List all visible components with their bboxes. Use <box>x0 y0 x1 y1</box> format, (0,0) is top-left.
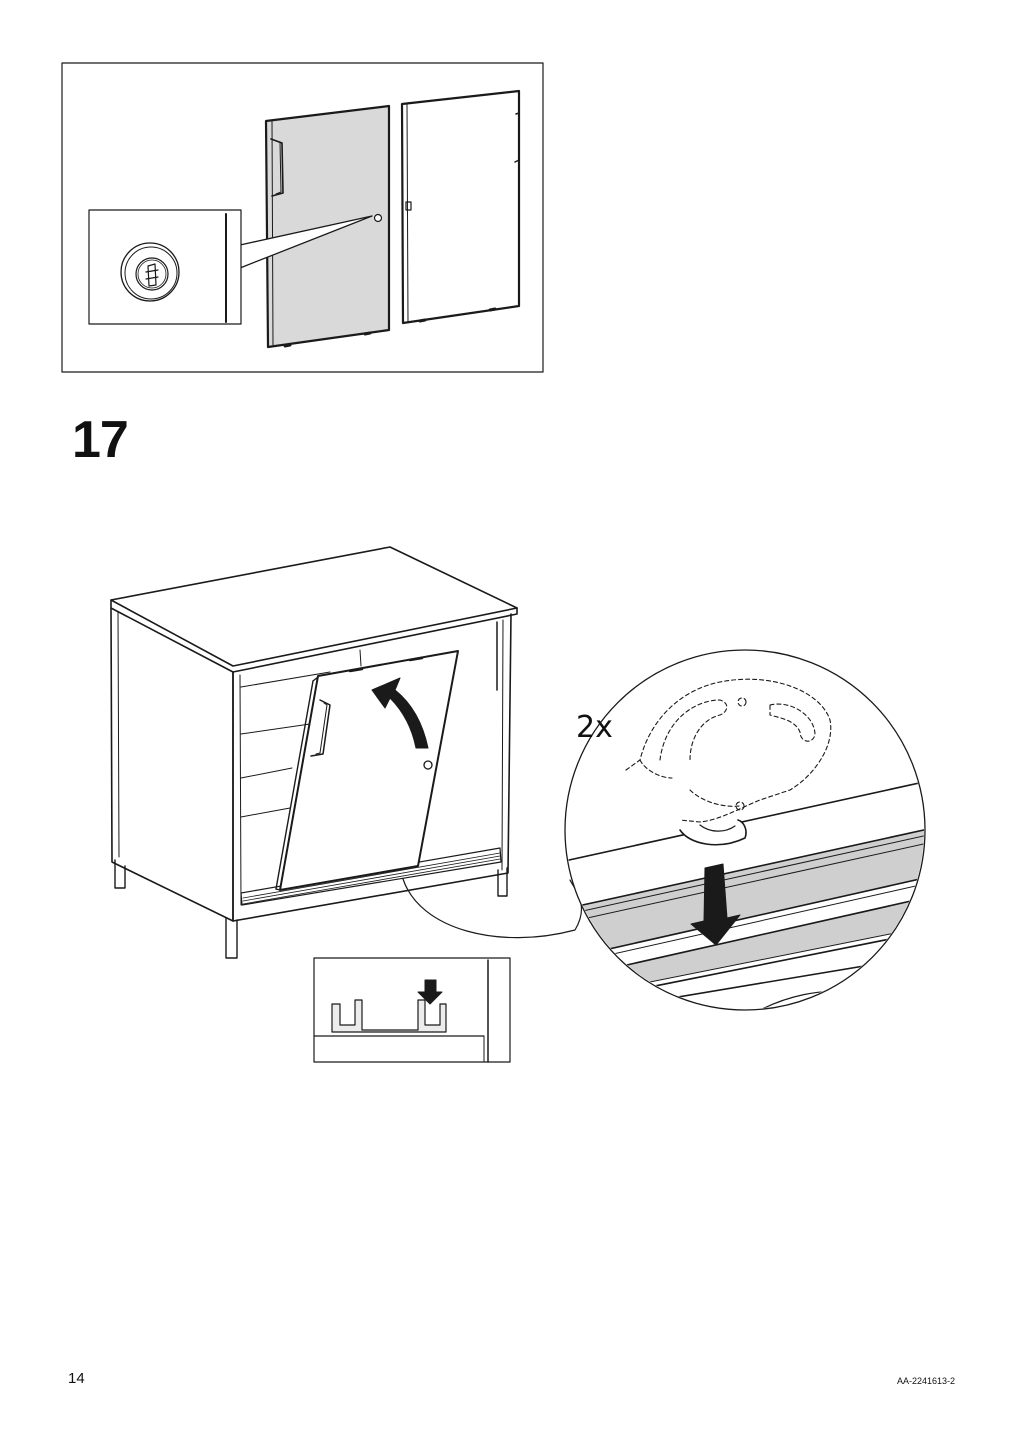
hinge-detail-zoom <box>402 649 926 1011</box>
small-down-arrow-icon <box>417 979 443 1005</box>
rail-profile-detail <box>313 957 511 1063</box>
lock-icon <box>373 213 383 223</box>
down-arrow-icon <box>690 863 741 946</box>
document-id: AA-2241613-2 <box>897 1376 956 1386</box>
quantity-label: 2x <box>576 710 613 745</box>
lock-detail-callout <box>88 209 373 325</box>
rotate-arrow-icon <box>371 677 429 749</box>
cabinet-illustration <box>110 546 518 959</box>
doors-panel <box>61 62 544 373</box>
tilted-door <box>275 650 459 891</box>
door-lock-icon <box>423 760 433 770</box>
plain-door <box>400 89 521 325</box>
page-number: 14 <box>68 1370 85 1387</box>
step-number: 17 <box>72 411 129 469</box>
